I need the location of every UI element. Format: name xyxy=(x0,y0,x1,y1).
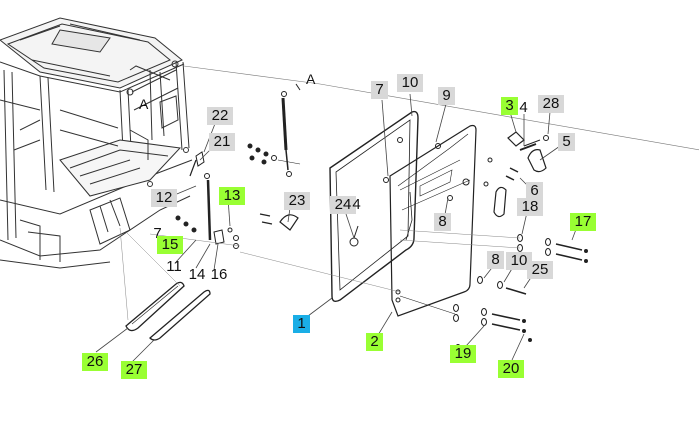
callout-13[interactable]: 13 xyxy=(219,187,245,205)
callout-5[interactable]: 5 xyxy=(558,133,575,151)
callout-12[interactable]: 12 xyxy=(151,189,177,207)
callout-26[interactable]: 26 xyxy=(82,353,108,371)
fastener-set-upper xyxy=(247,143,301,165)
fastener-set-right xyxy=(399,229,588,263)
callout-1[interactable]: 1 xyxy=(293,315,310,333)
callout-20[interactable]: 20 xyxy=(498,360,524,378)
callout-11[interactable]: 11 xyxy=(166,258,182,275)
callout-17[interactable]: 17 xyxy=(570,213,596,231)
reference-letter-a-top: A xyxy=(306,71,316,87)
callout-19[interactable]: 19 xyxy=(450,345,476,363)
gas-strut-upper xyxy=(281,83,301,177)
callout-3[interactable]: 3 xyxy=(501,97,518,115)
callout-21[interactable]: 21 xyxy=(209,133,235,151)
callout-7-top[interactable]: 7 xyxy=(371,81,388,99)
callout-24[interactable]: 24 xyxy=(330,196,356,214)
callout-4[interactable]: 4 xyxy=(519,99,528,116)
callout-8-lower[interactable]: 8 xyxy=(487,251,504,269)
callout-4-door[interactable]: 4 xyxy=(352,196,361,213)
callout-7-left[interactable]: 7 xyxy=(153,225,162,242)
callout-22[interactable]: 22 xyxy=(207,107,233,125)
reference-letter-a-cab: A xyxy=(139,96,149,112)
callout-28[interactable]: 28 xyxy=(538,95,564,113)
callout-leaders xyxy=(95,93,579,363)
callout-27[interactable]: 27 xyxy=(121,361,147,379)
sealing-strips xyxy=(119,227,211,341)
callout-14[interactable]: 14 xyxy=(188,266,206,283)
callout-6[interactable]: 6 xyxy=(526,182,543,200)
callout-18[interactable]: 18 xyxy=(517,198,543,216)
door-panel xyxy=(389,124,477,317)
callout-25[interactable]: 25 xyxy=(527,261,553,279)
callout-9[interactable]: 9 xyxy=(438,87,455,105)
callout-16[interactable]: 16 xyxy=(210,266,228,283)
fastener-set-lower xyxy=(453,276,532,348)
callout-23[interactable]: 23 xyxy=(284,192,310,210)
callout-2[interactable]: 2 xyxy=(366,333,383,351)
callout-8-upper[interactable]: 8 xyxy=(434,213,451,231)
callout-15[interactable]: 15 xyxy=(157,236,183,254)
callout-10-top[interactable]: 10 xyxy=(397,74,423,92)
callout-10-right[interactable]: 10 xyxy=(506,252,532,270)
leader-line xyxy=(183,65,321,85)
